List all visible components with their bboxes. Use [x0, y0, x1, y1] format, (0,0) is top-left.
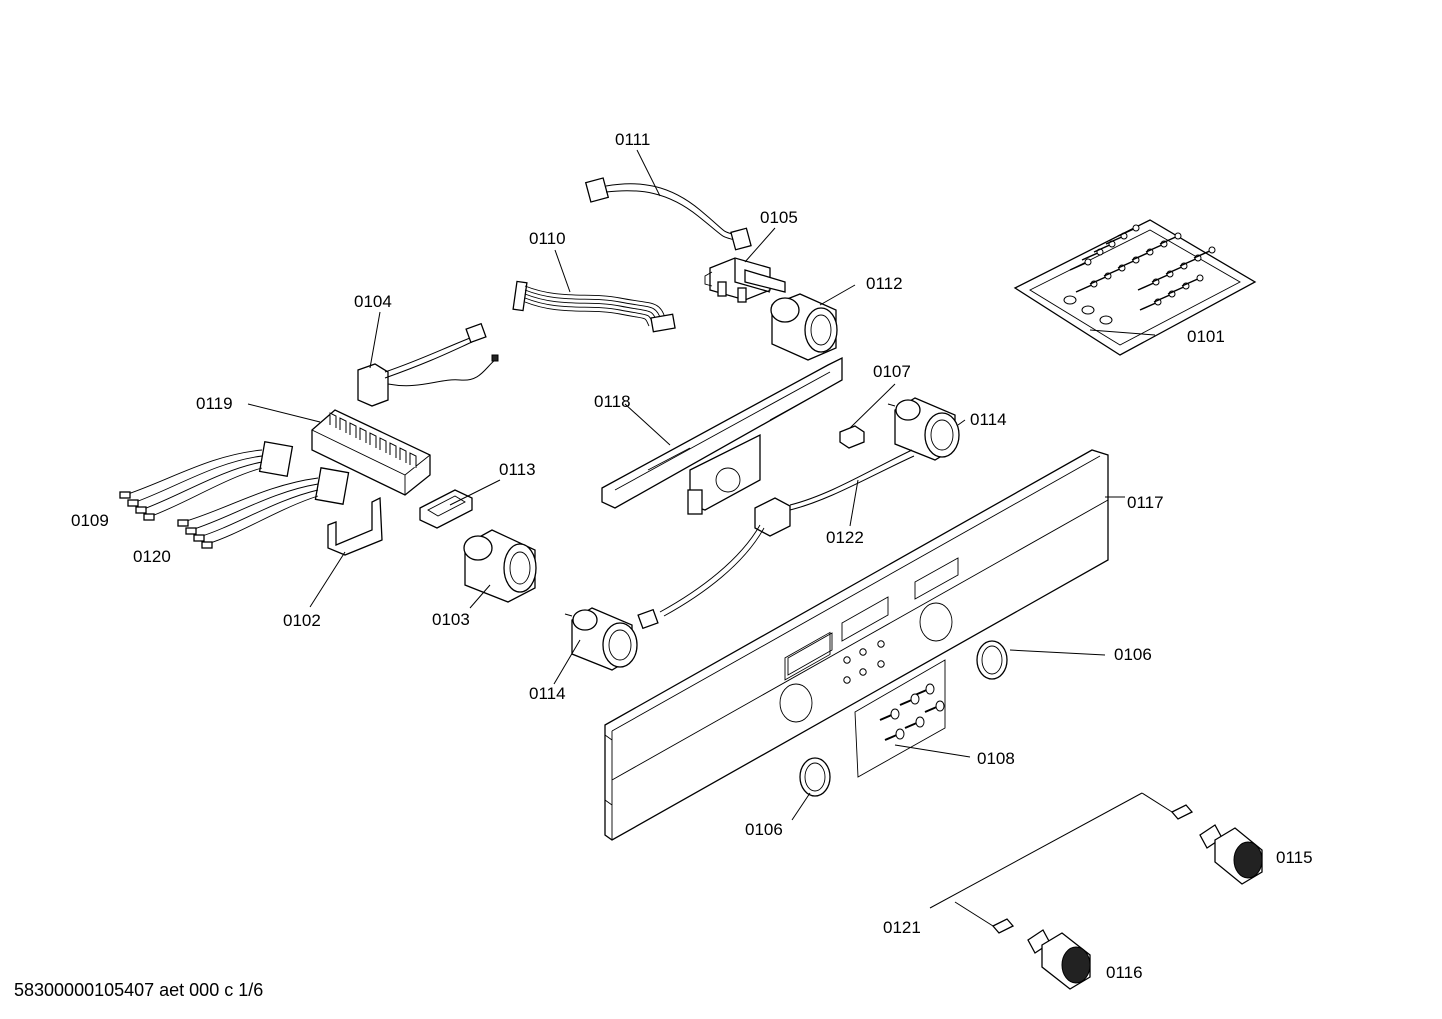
part-0114-motor-lower[interactable] — [564, 607, 638, 671]
label-0110: 0110 — [529, 229, 566, 248]
part-0110-ribbon-cable[interactable] — [512, 280, 676, 333]
part-0106-ring-left[interactable] — [799, 757, 831, 797]
part-0107-connector[interactable] — [839, 425, 865, 449]
label-0116: 0116 — [1106, 963, 1143, 982]
label-0118: 0118 — [594, 392, 631, 411]
label-0108: 0108 — [977, 749, 1015, 768]
label-0103: 0103 — [432, 610, 470, 629]
label-0122: 0122 — [826, 528, 864, 547]
part-0113-clip[interactable] — [419, 489, 473, 529]
drawing-code: 58300000105407 aet 000 c 1/6 — [14, 980, 264, 1000]
label-0106-left: 0106 — [745, 820, 783, 839]
part-0101-screw-bag[interactable] — [1013, 219, 1257, 356]
part-0112-housing[interactable] — [770, 293, 838, 361]
label-0107: 0107 — [873, 362, 911, 381]
label-0105: 0105 — [760, 208, 798, 227]
part-0116-knob[interactable] — [991, 918, 1091, 990]
part-labels: 0111 0105 0110 0112 0104 0101 0107 0119 … — [71, 130, 1313, 982]
part-0122-cable[interactable] — [637, 449, 915, 630]
label-0119: 0119 — [196, 394, 233, 413]
leader-lines — [247, 149, 1173, 927]
label-0115: 0115 — [1276, 848, 1313, 867]
label-0120: 0120 — [133, 547, 171, 566]
label-0111: 0111 — [615, 130, 650, 149]
label-0106-right: 0106 — [1114, 645, 1152, 664]
label-0113: 0113 — [499, 460, 536, 479]
label-0102: 0102 — [283, 611, 321, 630]
label-0121: 0121 — [883, 918, 921, 937]
part-0119-terminal-board[interactable] — [311, 409, 431, 496]
part-0111-cable[interactable] — [584, 177, 752, 251]
part-0108-pushbuttons[interactable] — [854, 659, 946, 778]
part-0115-knob[interactable] — [1170, 804, 1263, 885]
part-0105-switch[interactable] — [704, 257, 786, 303]
part-0106-ring-right[interactable] — [976, 640, 1008, 680]
part-0118-mounting-rail[interactable] — [601, 356, 843, 515]
label-0117: 0117 — [1127, 493, 1164, 512]
part-0104-wire-harness[interactable] — [357, 322, 499, 407]
part-0102-bracket[interactable] — [327, 496, 383, 556]
label-0104: 0104 — [354, 292, 392, 311]
part-0103-housing[interactable] — [463, 529, 537, 603]
part-0114-motor-upper[interactable] — [887, 397, 960, 461]
label-0101: 0101 — [1187, 327, 1225, 346]
part-0109-wire-set[interactable] — [119, 441, 294, 521]
label-0114-upper: 0114 — [970, 410, 1007, 429]
part-0120-wire-set[interactable] — [177, 467, 350, 549]
label-0114-lower: 0114 — [529, 684, 566, 703]
part-0117-control-panel[interactable] — [604, 449, 1109, 841]
label-0109: 0109 — [71, 511, 109, 530]
label-0112: 0112 — [866, 274, 903, 293]
